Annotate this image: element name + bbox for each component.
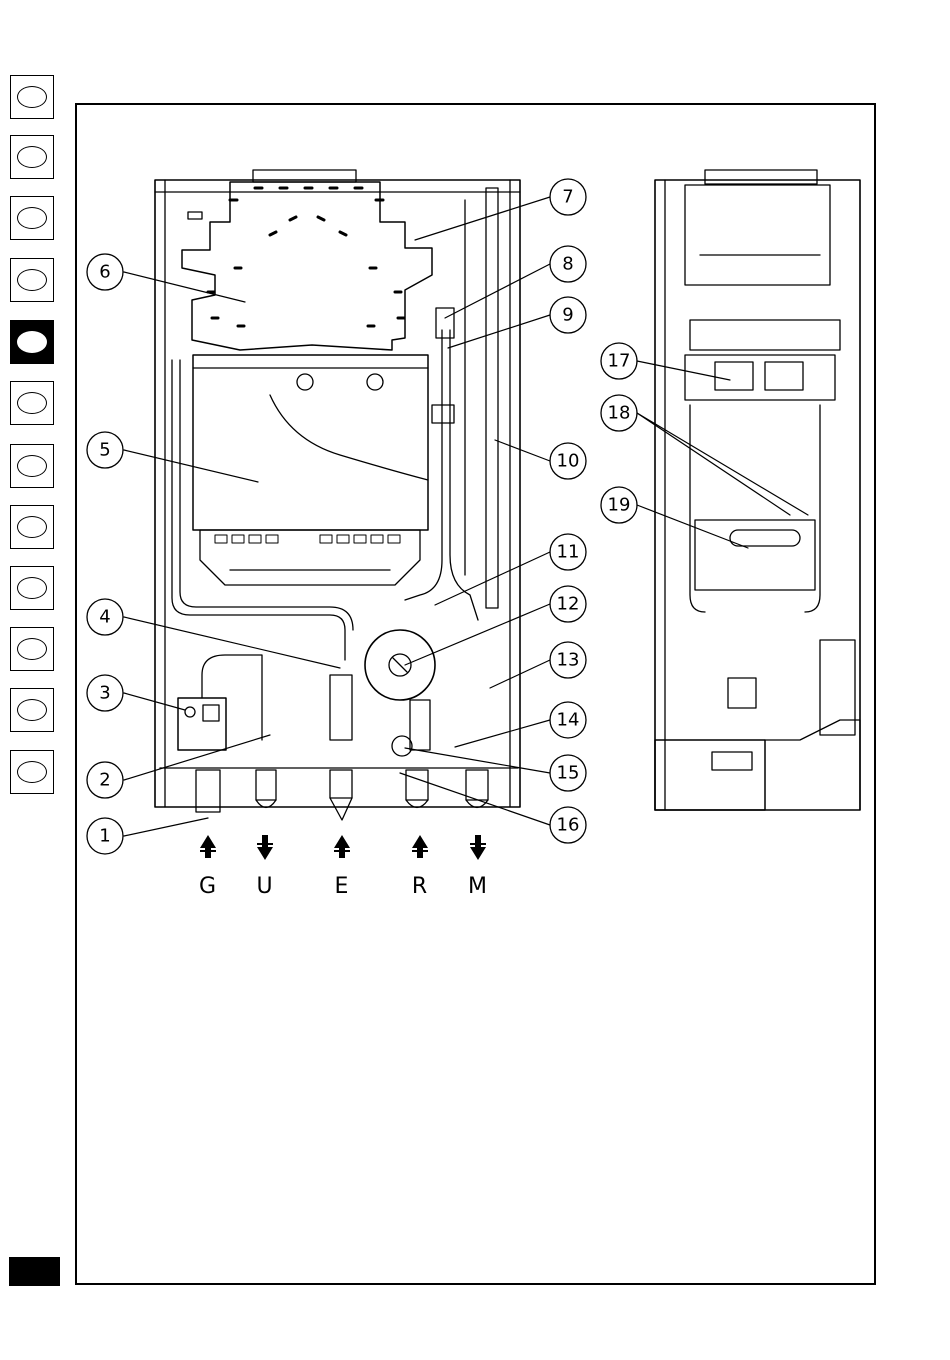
callout-5: 5 bbox=[87, 432, 123, 468]
callout-label: 1 bbox=[99, 826, 110, 847]
callout-14: 14 bbox=[550, 702, 586, 738]
callout-10: 10 bbox=[550, 443, 586, 479]
callout-18: 18 bbox=[601, 395, 637, 431]
callout-label: 2 bbox=[99, 770, 110, 791]
connection-letter: G bbox=[199, 874, 217, 899]
callout-label: 7 bbox=[562, 187, 573, 208]
callout-12: 12 bbox=[550, 586, 586, 622]
connection-letter: M bbox=[468, 874, 488, 899]
side-view-boiler bbox=[655, 170, 860, 810]
connection-G: G bbox=[199, 835, 217, 899]
callout-8: 8 bbox=[550, 246, 586, 282]
connection-letter: U bbox=[256, 874, 273, 899]
callout-label: 6 bbox=[99, 262, 110, 283]
callout-label: 18 bbox=[608, 403, 631, 424]
arrow-up-icon bbox=[412, 835, 428, 858]
callout-2: 2 bbox=[87, 762, 123, 798]
callout-9: 9 bbox=[550, 297, 586, 333]
callout-label: 16 bbox=[557, 815, 580, 836]
arrow-up-icon bbox=[200, 835, 216, 858]
callout-label: 17 bbox=[608, 351, 631, 372]
callout-7: 7 bbox=[550, 179, 586, 215]
connection-R: R bbox=[412, 835, 428, 899]
arrow-down-icon bbox=[257, 835, 273, 860]
callout-label: 19 bbox=[608, 495, 631, 516]
callout-4: 4 bbox=[87, 599, 123, 635]
callout-13: 13 bbox=[550, 642, 586, 678]
callout-1: 1 bbox=[87, 818, 123, 854]
callout-16: 16 bbox=[550, 807, 586, 843]
callout-label: 5 bbox=[99, 440, 110, 461]
callout-label: 10 bbox=[557, 451, 580, 472]
callout-label: 9 bbox=[562, 305, 573, 326]
connection-letter: E bbox=[335, 874, 350, 899]
callout-3: 3 bbox=[87, 675, 123, 711]
connection-M: M bbox=[468, 835, 488, 899]
connection-U: U bbox=[256, 835, 273, 899]
front-view-boiler bbox=[155, 170, 520, 820]
callout-label: 13 bbox=[557, 650, 580, 671]
arrow-up-icon bbox=[334, 835, 350, 858]
callout-17: 17 bbox=[601, 343, 637, 379]
callout-15: 15 bbox=[550, 755, 586, 791]
callout-19: 19 bbox=[601, 487, 637, 523]
connection-letter: R bbox=[412, 874, 428, 899]
callout-11: 11 bbox=[550, 534, 586, 570]
callout-label: 14 bbox=[557, 710, 580, 731]
arrow-down-icon bbox=[470, 835, 486, 860]
callout-label: 11 bbox=[557, 542, 580, 563]
callout-label: 4 bbox=[99, 607, 110, 628]
callout-label: 8 bbox=[562, 254, 573, 275]
connection-E: E bbox=[334, 835, 350, 899]
callout-6: 6 bbox=[87, 254, 123, 290]
callout-label: 15 bbox=[557, 763, 580, 784]
callout-label: 3 bbox=[99, 683, 110, 704]
callout-label: 12 bbox=[557, 594, 580, 615]
